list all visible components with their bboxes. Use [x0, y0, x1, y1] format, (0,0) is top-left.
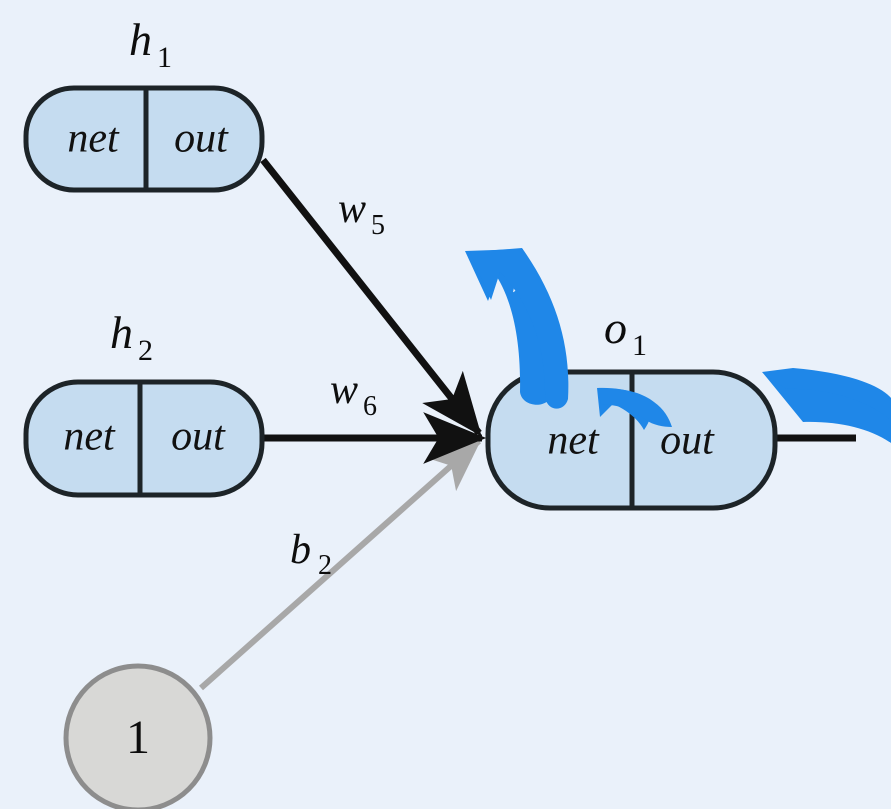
- node-o1-subscript: 1: [632, 329, 647, 362]
- edge-w6-subscript: 6: [363, 391, 377, 422]
- node-h1[interactable]: net out h 1: [23, 14, 265, 193]
- node-h2-subscript: 2: [138, 334, 153, 367]
- edge-w6: w 6: [262, 367, 487, 464]
- edge-b2: b 2: [199, 438, 482, 691]
- error-in-arrow-icon: [762, 368, 891, 443]
- edge-w6-label: w: [330, 367, 358, 413]
- edge-w5-subscript: 5: [371, 210, 385, 241]
- node-h2-cell-net: net: [63, 414, 116, 460]
- node-h1-cell-out: out: [174, 116, 229, 162]
- node-h1-subscript: 1: [157, 41, 172, 74]
- bias-node-circle[interactable]: [63, 663, 213, 809]
- bias-node-value: 1: [126, 711, 150, 764]
- edge-b2-label: b: [290, 527, 311, 573]
- bias-node[interactable]: 1: [63, 663, 213, 809]
- node-h1-cell-net: net: [67, 116, 120, 162]
- node-h2-body[interactable]: [23, 379, 265, 498]
- edge-w5-line: [260, 157, 482, 437]
- edge-b2-subscript: 2: [318, 550, 332, 581]
- node-h2-cell-out: out: [171, 414, 226, 460]
- out-to-net-arrow-icon: [597, 387, 672, 430]
- node-o1-label: o: [604, 302, 627, 353]
- edge-w5: w 5: [260, 157, 482, 437]
- edge-w5-label: w: [338, 186, 366, 232]
- node-h2-label: h: [110, 307, 133, 358]
- node-o1-cell-net: net: [547, 418, 600, 464]
- edge-b2-line: [199, 438, 482, 691]
- node-h1-label: h: [129, 14, 152, 65]
- backprop-out-arrow-shape: [470, 248, 569, 409]
- node-h2[interactable]: net out h 2: [23, 307, 265, 498]
